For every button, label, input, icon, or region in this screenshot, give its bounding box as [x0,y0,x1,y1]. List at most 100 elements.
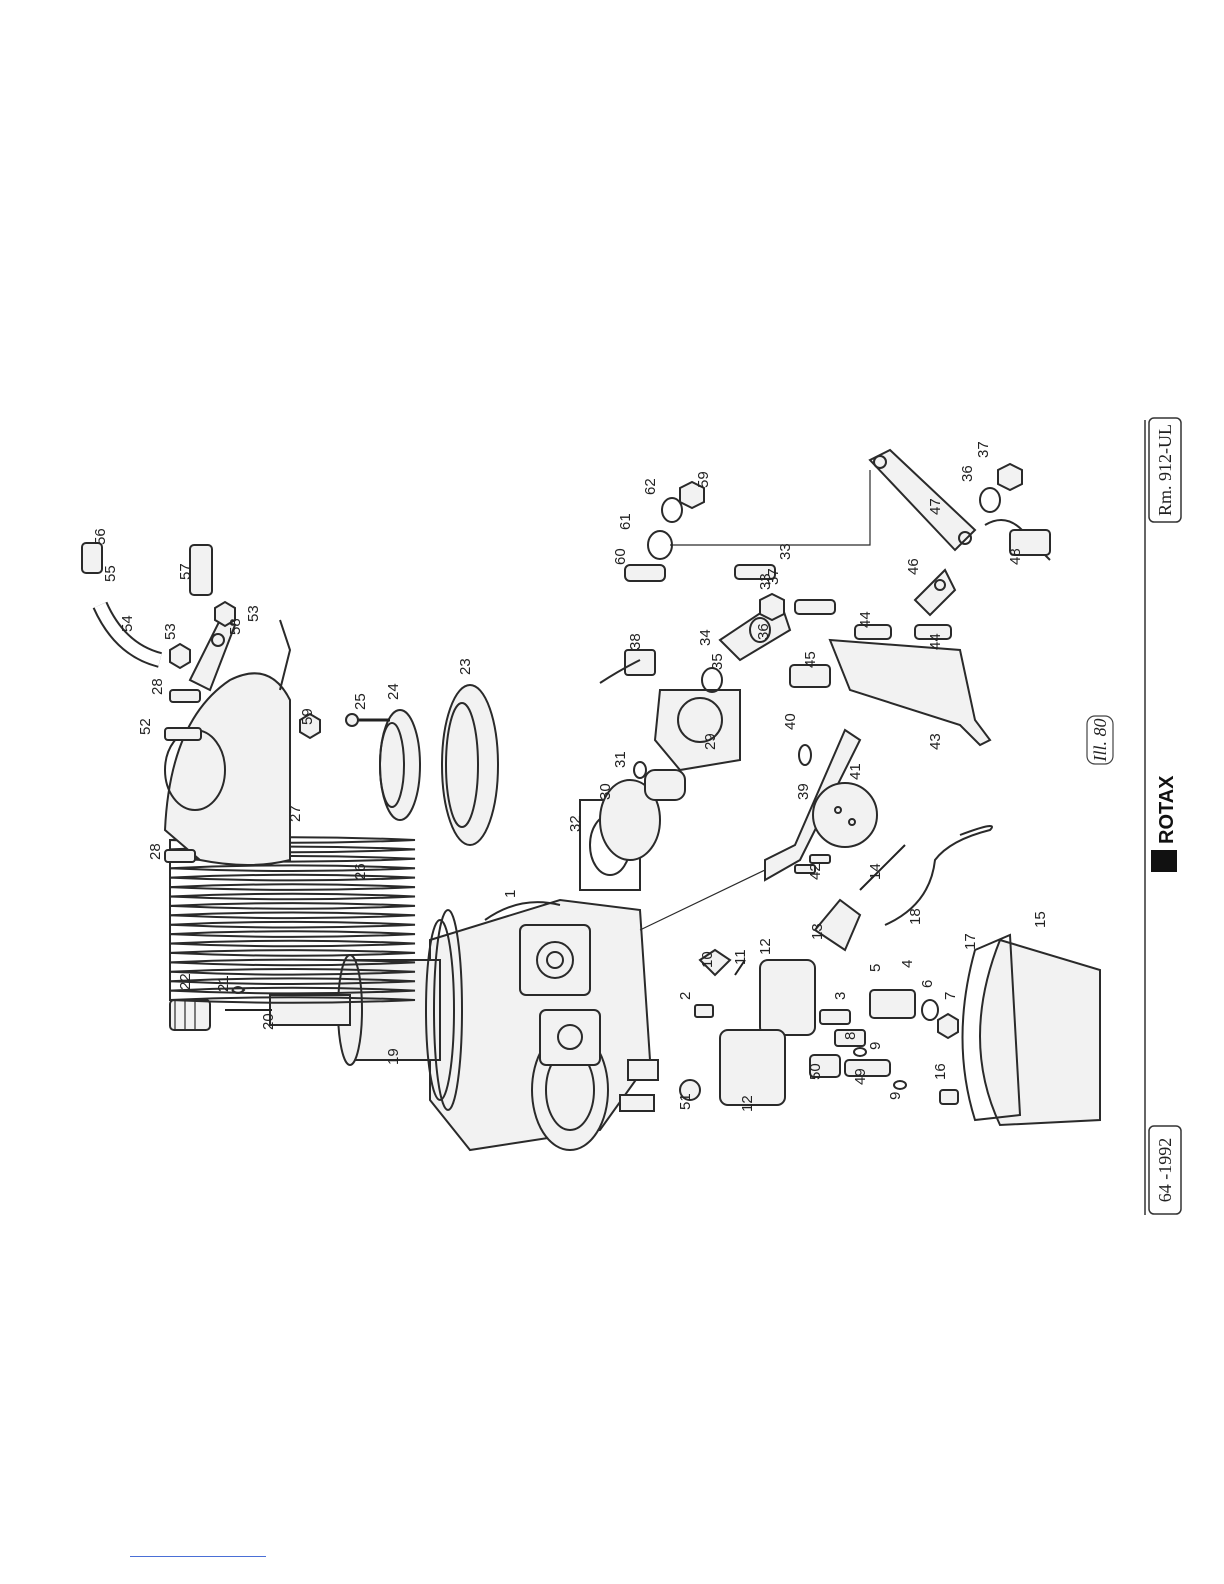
part-number-label: 56 [92,528,109,545]
illustration-label-box: Ill. 80 [1087,716,1113,764]
o-ring-40 [799,745,811,765]
screw-52 [165,728,201,740]
part-number-label: 59 [695,471,712,488]
part-number-label: 12 [757,938,774,955]
part-number-label: 46 [905,558,922,575]
jet-7 [938,1014,958,1038]
nut-37-right [998,464,1022,490]
part-number-label: 58 [227,618,244,635]
part-number-label: 62 [642,478,659,495]
float-bowl [980,940,1100,1125]
part-number-label: 61 [617,513,634,530]
part-number-label: 59 [299,708,316,725]
lever-46 [915,570,955,615]
washer-61 [648,531,672,559]
leader-line-39 [640,870,765,930]
part-number-label: 21 [215,975,232,992]
part-number-label: 3 [832,992,849,1000]
ring-screw [346,714,390,726]
part-number-label: 52 [137,718,154,735]
float-12a [760,960,815,1035]
main-jet-5 [870,990,915,1018]
wire-clip [885,826,992,925]
part-number-label: 38 [627,633,644,650]
drain-screw [940,1090,958,1104]
brand-logo [1151,850,1177,872]
jet-2 [695,1005,713,1017]
part-number-label: 42 [807,863,824,880]
part-number-label: 45 [802,651,819,668]
part-number-label: 24 [385,683,402,700]
part-number-label: 25 [352,693,369,710]
washer-6 [922,1000,938,1020]
o-ring-9a [854,1048,866,1056]
part-number-label: 28 [147,843,164,860]
part-number-label: 34 [697,629,714,646]
part-number-label: 37 [975,441,992,458]
throttle-plate [813,783,877,847]
part-number-label: 35 [709,653,726,670]
part-number-label: 31 [612,751,629,768]
o-ring-9b [894,1081,906,1089]
part-number-label: 16 [932,1063,949,1080]
float-12b [720,1030,785,1105]
doc-code-box: 64 -1992 [1149,1126,1181,1214]
part-number-label: 48 [1007,548,1024,565]
part-number-label: 32 [567,815,584,832]
part-number-label: 54 [119,615,136,632]
part-number-label: 18 [907,908,924,925]
part-number-label: 14 [867,863,884,880]
part-number-label: 7 [942,992,959,1000]
part-number-label: 20 [260,1013,277,1030]
cover-screw-28b [170,690,200,702]
part-number-label: 1 [502,890,519,898]
part-number-label: 49 [852,1068,869,1085]
cover-screw-28a [165,850,195,862]
part-number-label: 53 [245,605,262,622]
part-number-label: 2 [677,992,694,1000]
part-number-label: 57 [177,563,194,580]
part-number-label: 4 [899,960,916,968]
nut-37 [760,594,784,620]
o-ring-31 [634,762,646,778]
diaphragm [442,685,498,845]
part-number-label: 29 [702,733,719,750]
brand-block: ROTAX [1151,775,1178,872]
part-number-label: 53 [162,623,179,640]
bolt-60 [625,565,665,581]
part-number-label: 22 [177,973,194,990]
part-number-label: 9 [867,1042,884,1050]
brand-text: ROTAX [1156,775,1178,844]
reference-box: Rm. 912-UL [1149,418,1181,522]
part-number-label: 26 [352,863,369,880]
part-number-label: 36 [959,465,976,482]
part-number-label: 43 [927,733,944,750]
part-number-label: 27 [287,805,304,822]
part-number-label: 6 [919,980,936,988]
part-number-label: 50 [807,1063,824,1080]
choke-housing [655,690,740,770]
part-number-label: 11 [732,949,749,965]
part-number-label: 12 [739,1095,756,1112]
part-number-label: 47 [927,498,944,515]
jet-3 [820,1010,850,1024]
part-number-label: 60 [612,548,629,565]
part-number-label: 33 [757,573,774,590]
part-number-label: 51 [677,1093,694,1110]
illustration-label: Ill. 80 [1090,719,1110,763]
needle-holder [170,1000,210,1030]
part-number-label: 33 [777,543,794,560]
washer-34 [702,668,722,692]
part-number-label: 17 [962,933,979,950]
part-number-label: 55 [102,565,119,582]
doc-code-text: 64 -1992 [1155,1138,1175,1203]
washer-36-right [980,488,1000,512]
part-number-label: 13 [809,923,826,940]
part-number-label: 30 [597,783,614,800]
part-number-label: 5 [867,964,884,972]
part-number-label: 8 [842,1032,859,1040]
part-number-label: 15 [1032,911,1049,928]
part-number-label: 44 [857,611,874,628]
carburetor-body [430,900,658,1150]
